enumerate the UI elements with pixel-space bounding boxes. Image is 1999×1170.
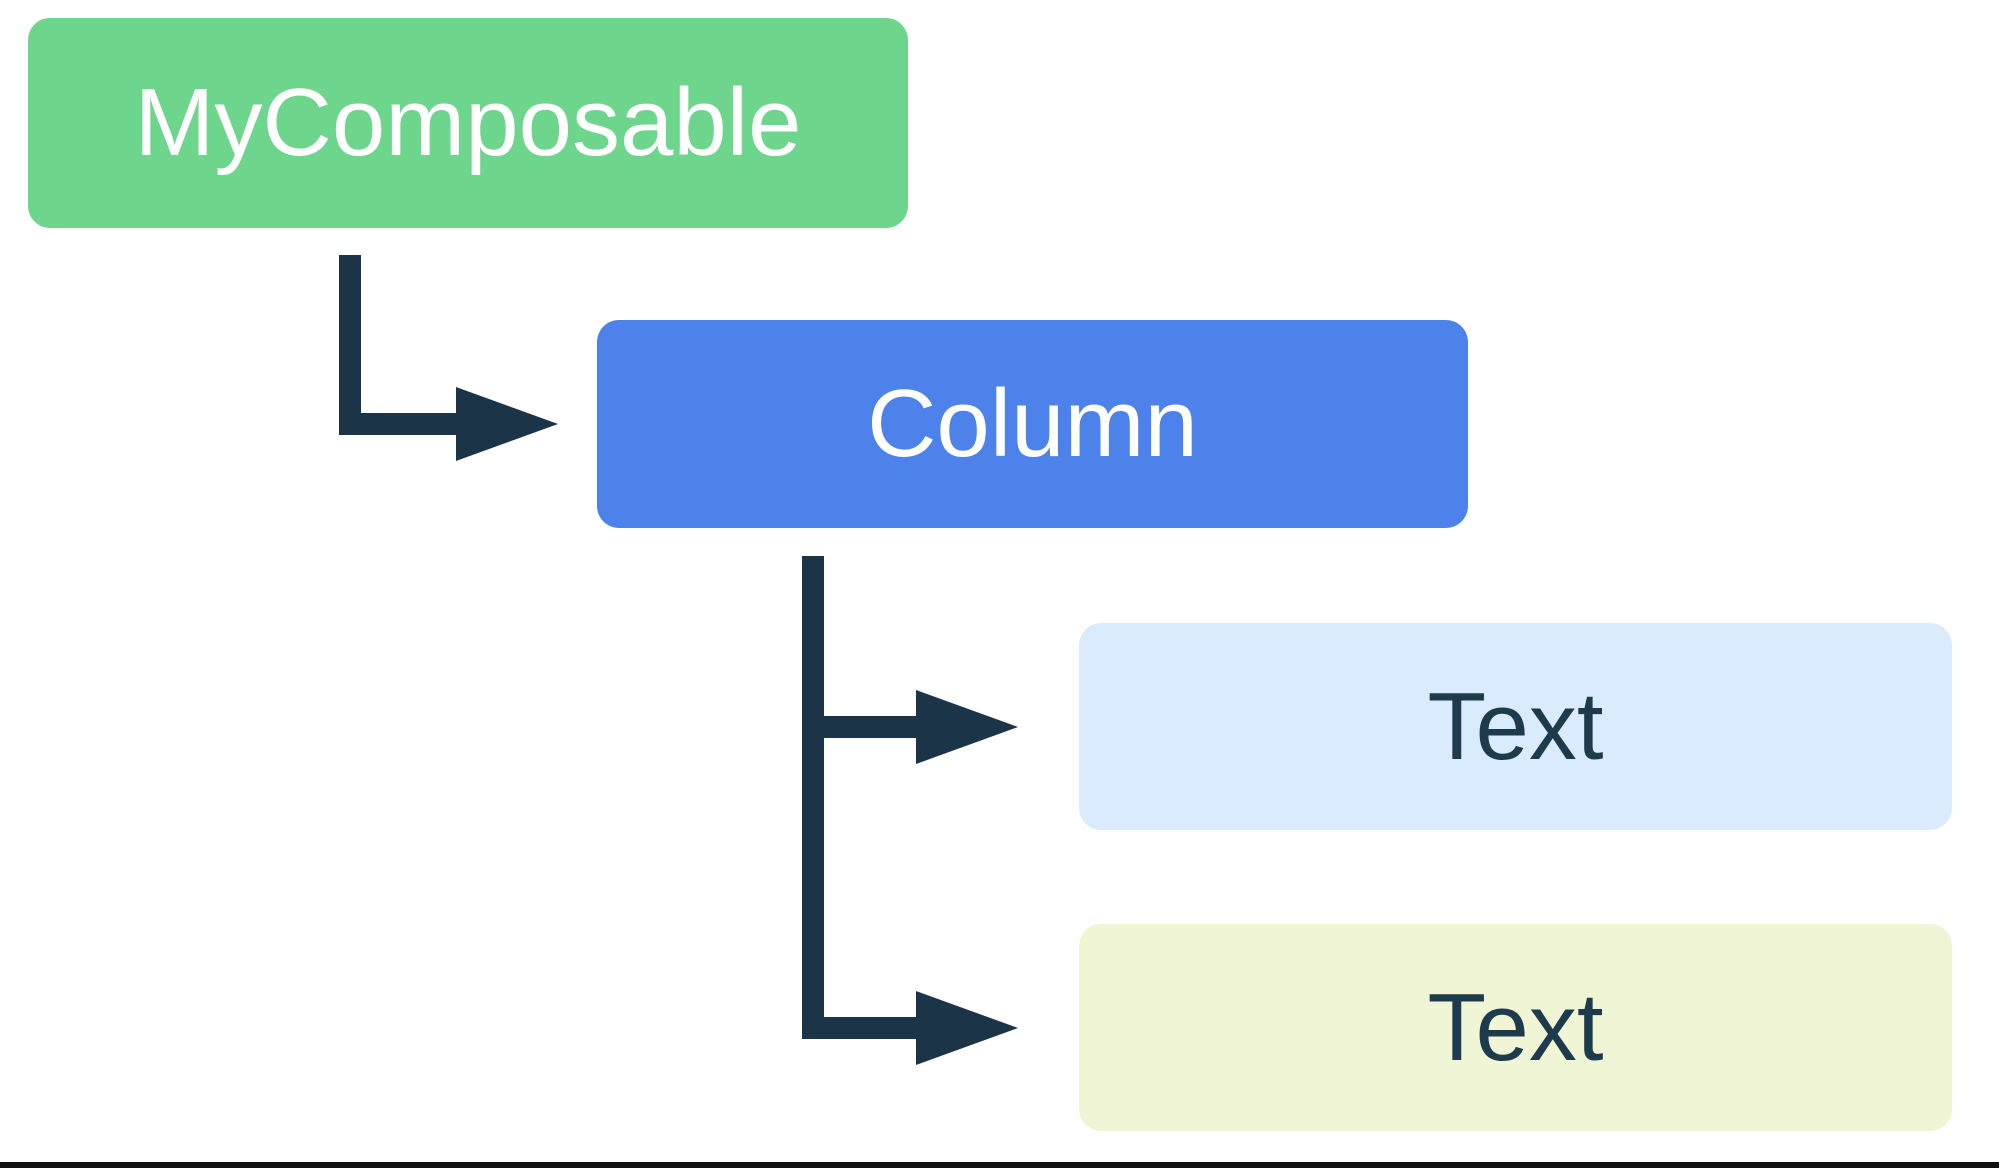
node-column: Column <box>597 320 1468 528</box>
arrow-mycomposable-to-column <box>339 255 460 435</box>
arrow-column-trunk <box>802 556 920 1039</box>
node-text-1-label: Text <box>1427 672 1604 780</box>
node-text-2: Text <box>1079 924 1952 1131</box>
node-text-1: Text <box>1079 623 1952 830</box>
node-text-2-label: Text <box>1427 973 1604 1081</box>
arrowhead-column-to-text-1-icon <box>916 690 1018 764</box>
node-mycomposable: MyComposable <box>28 18 908 228</box>
arrowhead-column-to-text-2-icon <box>916 991 1018 1065</box>
bottom-rule <box>0 1162 1999 1168</box>
node-mycomposable-label: MyComposable <box>134 69 802 176</box>
node-column-label: Column <box>867 370 1198 477</box>
arrowhead-mycomposable-to-column-icon <box>456 387 558 461</box>
